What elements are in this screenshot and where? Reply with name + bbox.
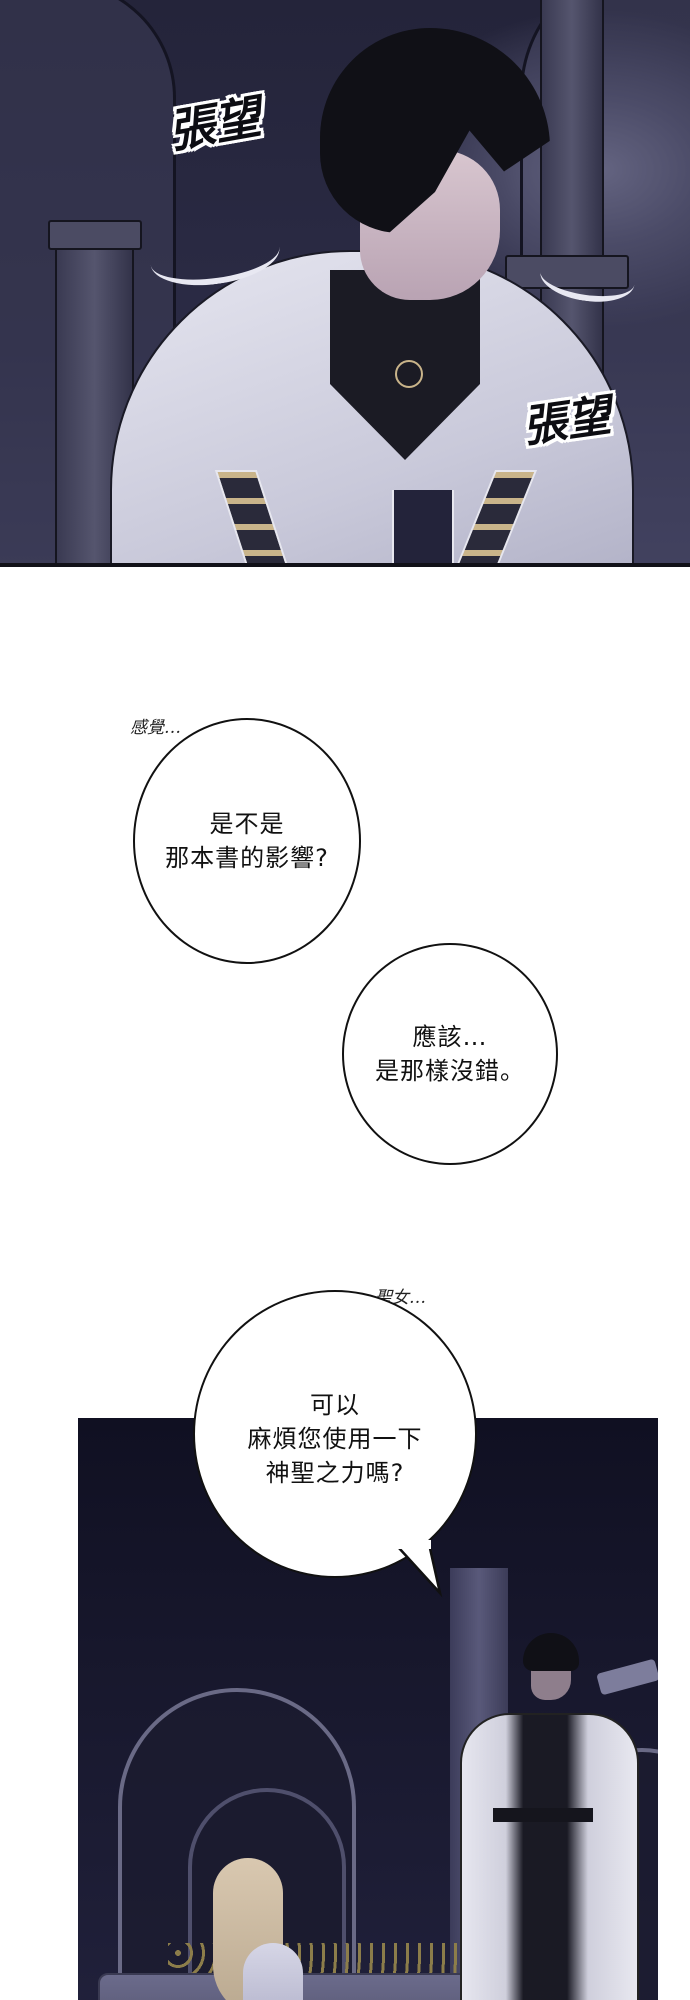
bubble-2-line-2: 是那樣沒錯。 [375, 1057, 525, 1085]
speech-bubble-3: 可以 麻煩您使用一下 神聖之力嗎? [193, 1290, 477, 1578]
speech-bubble-1: 是不是 那本書的影響? [133, 718, 361, 964]
bubble-3-line-3: 神聖之力嗎? [265, 1459, 405, 1487]
center-stole [392, 490, 454, 563]
left-pillar-capital [48, 220, 142, 250]
priest-robe [460, 1713, 639, 2000]
priest-belt [493, 1808, 593, 1822]
saintess-dress [243, 1943, 303, 2000]
speech-bubble-2: 應該… 是那樣沒錯。 [342, 943, 558, 1165]
right-pillar-capital [505, 255, 629, 289]
sfx-glance-1: 張望 [164, 89, 265, 159]
bubble-3-line-2: 麻煩您使用一下 [247, 1425, 423, 1453]
sfx-glance-2: 張望 [519, 390, 614, 453]
bubble-3-line-1: 可以 [310, 1391, 360, 1419]
brooch-icon [395, 360, 423, 388]
priest-hair-small [523, 1633, 579, 1671]
bubble-1-line-2: 那本書的影響? [165, 844, 329, 872]
bubble-2-line-1: 應該… [412, 1023, 488, 1051]
bubble-3-tail [395, 1540, 443, 1598]
bubble-1-line-1: 是不是 [209, 810, 285, 838]
bubble-1-aside: 感覺… [130, 718, 181, 738]
cape-shoulder-right [596, 1658, 658, 1696]
panel-top-priest-glancing: 張望 張望 [0, 0, 690, 567]
